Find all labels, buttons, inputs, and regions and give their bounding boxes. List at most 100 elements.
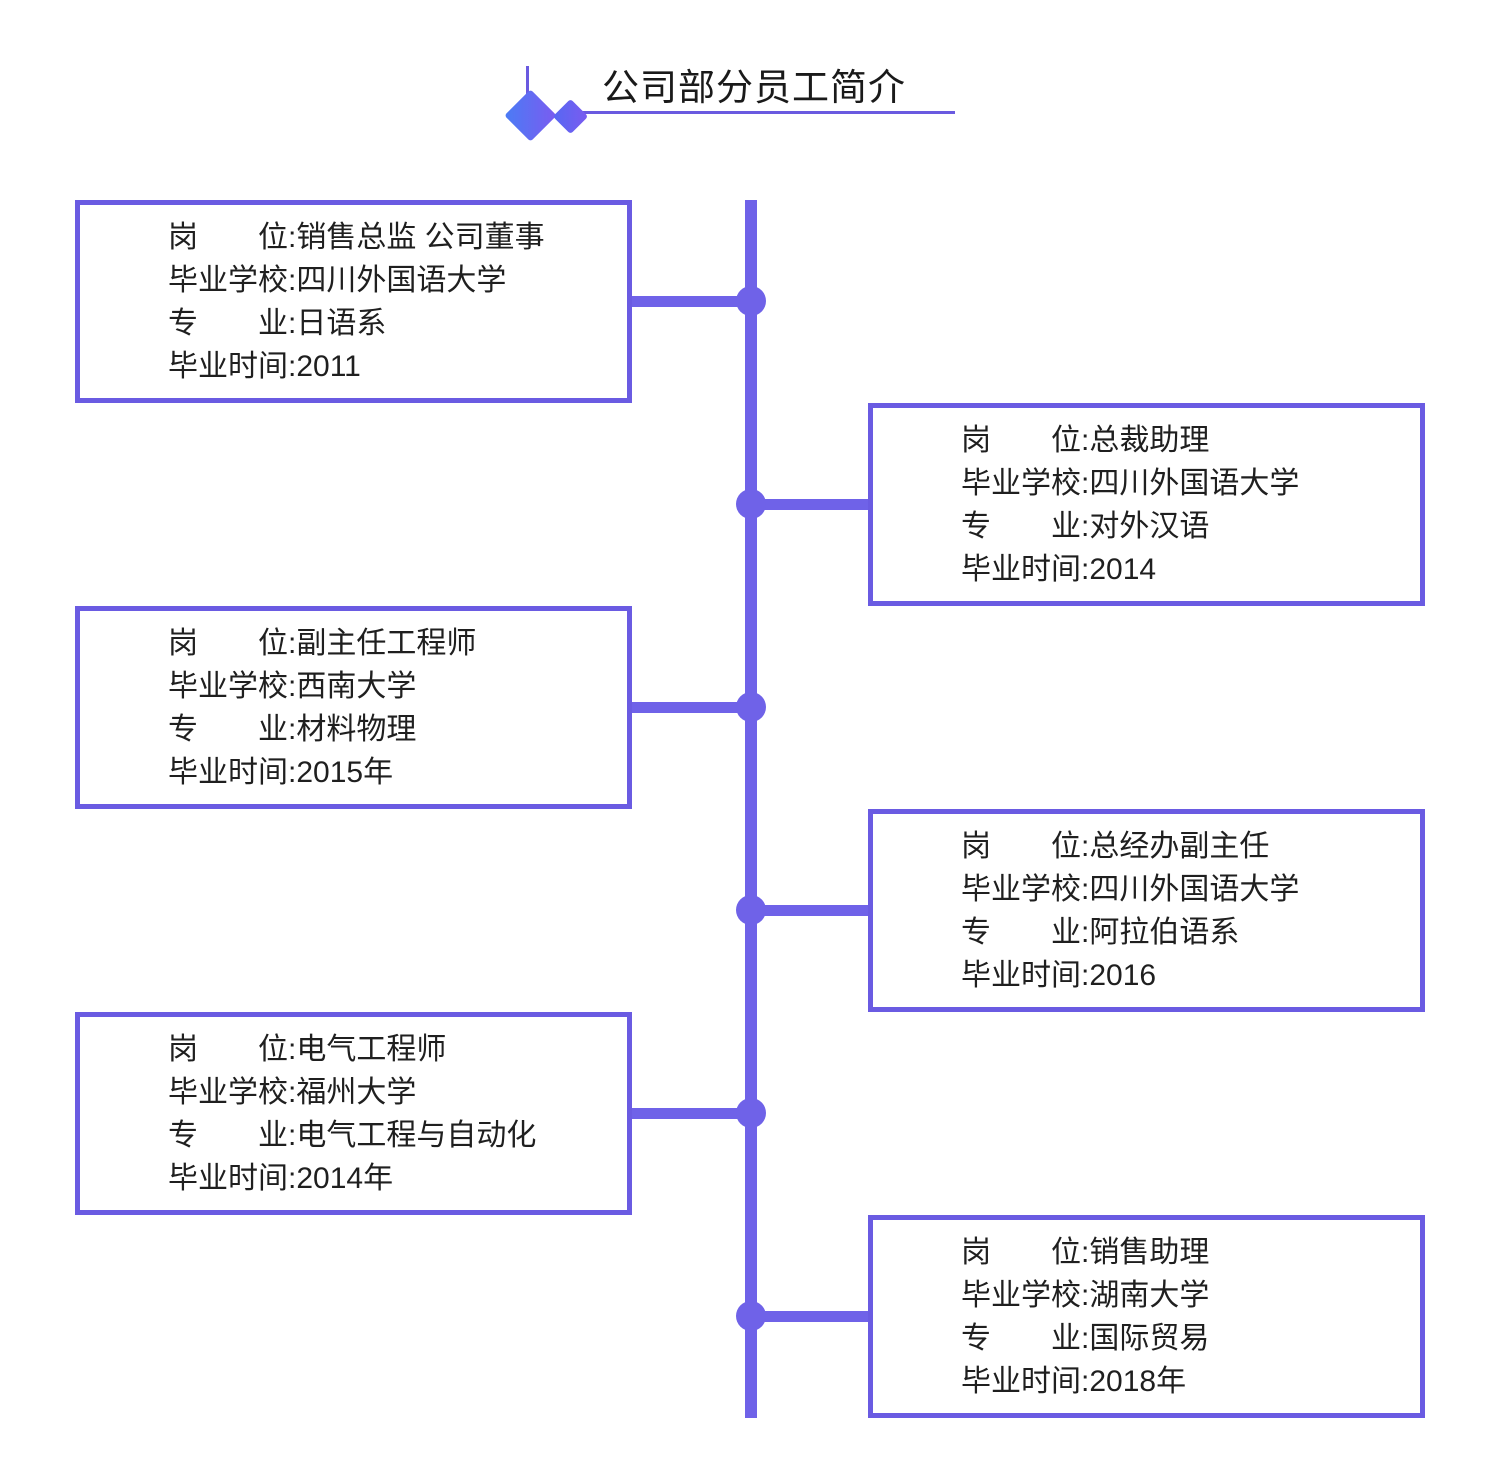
colon: : (288, 1118, 297, 1152)
time-value: 2014 (1089, 552, 1157, 586)
major-label: 专 业 (961, 509, 1081, 543)
colon: : (288, 755, 297, 789)
employee-card-5: 岗 位:电气工程师 毕业学校:福州大学 专 业:电气工程与自动化 毕业时间:20… (75, 1012, 632, 1215)
school-value: 西南大学 (296, 669, 417, 703)
major-value: 材料物理 (296, 712, 417, 746)
title-underline-rule (568, 111, 955, 114)
connector-3 (628, 702, 750, 713)
school-value: 湖南大学 (1089, 1278, 1210, 1312)
position-row: 岗 位:电气工程师 (168, 1028, 615, 1071)
school-label: 毕业学校 (168, 263, 288, 297)
time-row: 毕业时间:2014 (961, 548, 1408, 591)
colon: : (288, 712, 297, 746)
major-label: 专 业 (168, 1118, 288, 1152)
major-row: 专 业:材料物理 (168, 708, 615, 751)
position-value: 总经办副主任 (1089, 829, 1270, 863)
position-row: 岗 位:销售总监 公司董事 (168, 216, 615, 259)
major-row: 专 业:对外汉语 (961, 505, 1408, 548)
employee-card-4: 岗 位:总经办副主任 毕业学校:四川外国语大学 专 业:阿拉伯语系 毕业时间:2… (868, 809, 1425, 1012)
time-row: 毕业时间:2018年 (961, 1360, 1408, 1403)
colon: : (288, 220, 297, 254)
school-value: 福州大学 (296, 1075, 417, 1109)
school-row: 毕业学校:湖南大学 (961, 1274, 1408, 1317)
major-value: 国际贸易 (1089, 1321, 1210, 1355)
school-label: 毕业学校 (168, 669, 288, 703)
major-row: 专 业:电气工程与自动化 (168, 1114, 615, 1157)
school-label: 毕业学校 (961, 466, 1081, 500)
colon: : (1081, 1321, 1090, 1355)
major-label: 专 业 (961, 915, 1081, 949)
time-label: 毕业时间 (961, 1364, 1081, 1398)
employee-card-1: 岗 位:销售总监 公司董事 毕业学校:四川外国语大学 专 业:日语系 毕业时间:… (75, 200, 632, 403)
time-row: 毕业时间:2011 (168, 345, 615, 388)
timeline-node-6 (736, 1301, 766, 1331)
time-label: 毕业时间 (168, 1161, 288, 1195)
major-row: 专 业:国际贸易 (961, 1317, 1408, 1360)
position-label: 岗 位 (168, 220, 288, 254)
timeline-node-1 (736, 286, 766, 316)
colon: : (1081, 552, 1090, 586)
school-row: 毕业学校:四川外国语大学 (168, 259, 615, 302)
school-row: 毕业学校:福州大学 (168, 1071, 615, 1114)
time-value: 2014年 (296, 1161, 394, 1195)
employee-card-2: 岗 位:总裁助理 毕业学校:四川外国语大学 专 业:对外汉语 毕业时间:2014 (868, 403, 1425, 606)
colon: : (1081, 423, 1090, 457)
connector-4 (752, 905, 870, 916)
colon: : (1081, 1235, 1090, 1269)
timeline-spine (745, 200, 757, 1418)
time-value: 2018年 (1089, 1364, 1187, 1398)
connector-1 (628, 296, 750, 307)
major-row: 专 业:日语系 (168, 302, 615, 345)
colon: : (288, 1032, 297, 1066)
school-label: 毕业学校 (961, 1278, 1081, 1312)
time-value: 2011 (296, 349, 361, 383)
diamond-small-icon (552, 98, 589, 135)
time-row: 毕业时间:2015年 (168, 751, 615, 794)
employee-card-3: 岗 位:副主任工程师 毕业学校:西南大学 专 业:材料物理 毕业时间:2015年 (75, 606, 632, 809)
school-row: 毕业学校:四川外国语大学 (961, 868, 1408, 911)
time-value: 2015年 (296, 755, 394, 789)
colon: : (1081, 509, 1090, 543)
time-value: 2016 (1089, 958, 1157, 992)
position-row: 岗 位:总裁助理 (961, 419, 1408, 462)
colon: : (288, 626, 297, 660)
position-row: 岗 位:副主任工程师 (168, 622, 615, 665)
time-row: 毕业时间:2014年 (168, 1157, 615, 1200)
position-value: 总裁助理 (1089, 423, 1210, 457)
major-value: 电气工程与自动化 (296, 1118, 537, 1152)
colon: : (1081, 829, 1090, 863)
timeline-node-5 (736, 1098, 766, 1128)
time-label: 毕业时间 (961, 958, 1081, 992)
major-row: 专 业:阿拉伯语系 (961, 911, 1408, 954)
connector-5 (628, 1108, 750, 1119)
school-row: 毕业学校:四川外国语大学 (961, 462, 1408, 505)
major-label: 专 业 (961, 1321, 1081, 1355)
position-label: 岗 位 (168, 626, 288, 660)
school-label: 毕业学校 (961, 872, 1081, 906)
position-row: 岗 位:销售助理 (961, 1231, 1408, 1274)
position-label: 岗 位 (168, 1032, 288, 1066)
major-value: 对外汉语 (1089, 509, 1210, 543)
school-label: 毕业学校 (168, 1075, 288, 1109)
colon: : (288, 1161, 297, 1195)
page-title: 公司部分员工简介 (602, 67, 906, 108)
colon: : (288, 669, 297, 703)
position-value: 副主任工程师 (296, 626, 477, 660)
position-row: 岗 位:总经办副主任 (961, 825, 1408, 868)
timeline-node-3 (736, 692, 766, 722)
colon: : (288, 263, 297, 297)
school-row: 毕业学校:西南大学 (168, 665, 615, 708)
colon: : (288, 349, 297, 383)
position-label: 岗 位 (961, 1235, 1081, 1269)
time-row: 毕业时间:2016 (961, 954, 1408, 997)
colon: : (288, 1075, 297, 1109)
colon: : (1081, 1364, 1090, 1398)
position-label: 岗 位 (961, 829, 1081, 863)
timeline-node-4 (736, 895, 766, 925)
school-value: 四川外国语大学 (1089, 872, 1300, 906)
colon: : (288, 306, 297, 340)
time-label: 毕业时间 (168, 349, 288, 383)
position-value: 电气工程师 (296, 1032, 447, 1066)
major-label: 专 业 (168, 306, 288, 340)
